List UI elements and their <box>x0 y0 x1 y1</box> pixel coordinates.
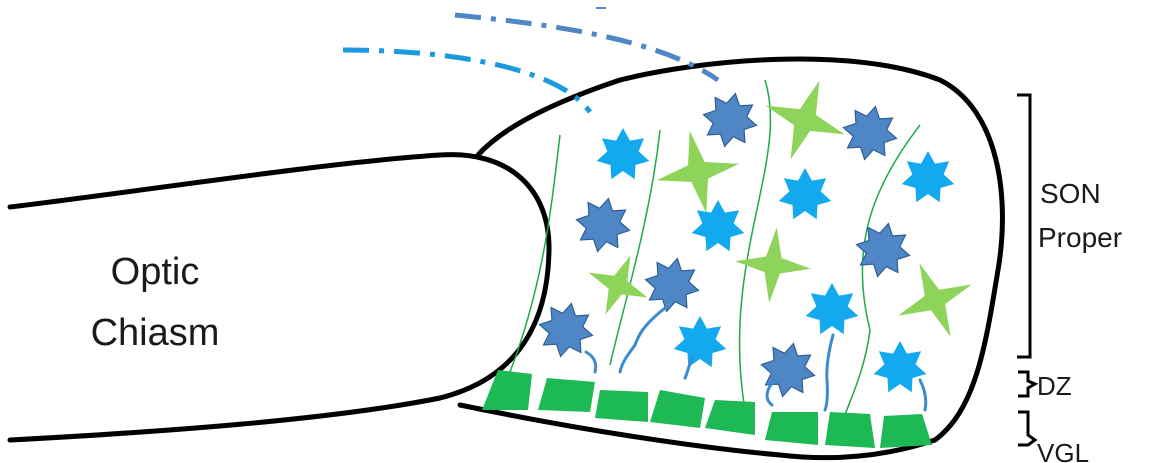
glia-trapezoid <box>595 390 648 422</box>
dz-label: DZ <box>1037 371 1072 401</box>
son-bracket <box>1017 95 1030 357</box>
region-brackets <box>1017 95 1035 445</box>
optic-chiasm-label-2: Chiasm <box>91 312 220 354</box>
son-proper-label-1: SON <box>1040 178 1101 209</box>
optic-chiasm-label-1: Optic <box>111 251 200 293</box>
vgl-label: VGL <box>1037 438 1089 463</box>
vgl-bracket <box>1018 412 1035 445</box>
glia-trapezoid <box>825 412 875 448</box>
glia-trapezoid <box>765 412 818 445</box>
dz-bracket <box>1018 372 1035 396</box>
glia-trapezoid <box>538 378 595 412</box>
son-proper-label-2: Proper <box>1038 222 1122 253</box>
dashed-axon-light <box>343 50 590 112</box>
